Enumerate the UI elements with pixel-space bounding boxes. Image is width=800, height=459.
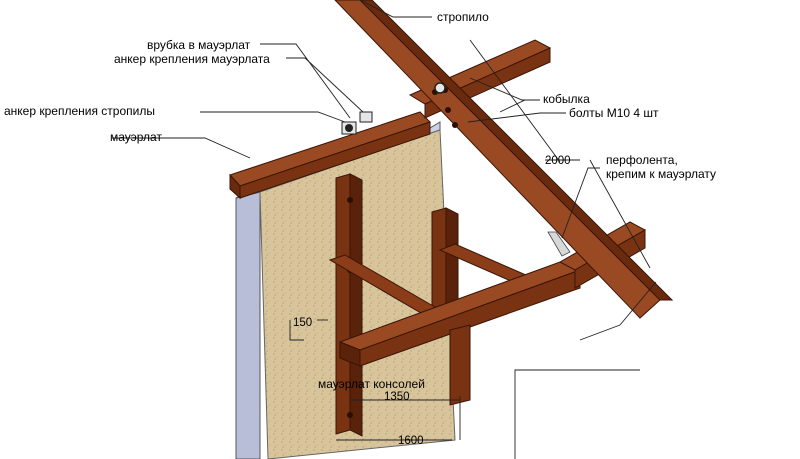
post-left xyxy=(335,173,363,437)
label-vrubka: врубка в мауэрлат xyxy=(147,38,251,52)
label-mauerlat-konsolei: мауэрлат консолей xyxy=(318,377,425,391)
anchor-hardware xyxy=(341,82,446,135)
label-mauerlat: мауэрлат xyxy=(110,130,162,144)
perforated-strap xyxy=(547,231,571,257)
label-perfolenta-1: перфолента, xyxy=(606,153,678,167)
dim-2000: 2000 xyxy=(545,155,571,167)
dim-1350: 1350 xyxy=(384,391,410,403)
label-kobylka: кобылка xyxy=(543,92,590,106)
label-perfolenta-2: крепим к мауэрлату xyxy=(606,167,716,181)
console-block xyxy=(449,324,471,406)
dimension-labels: 2000 150 1350 1600 xyxy=(293,155,571,447)
dim-150: 150 xyxy=(293,317,312,329)
dim-1600: 1600 xyxy=(398,435,424,447)
label-anker-mauerlata: анкер крепления мауэрлата xyxy=(114,52,270,66)
rafter xyxy=(334,0,674,319)
callout-labels: стропило врубка в мауэрлат анкер креплен… xyxy=(4,10,716,391)
mauerlat-beam xyxy=(229,111,431,200)
label-bolty: болты М10 4 шт xyxy=(569,106,659,120)
label-stropilo: стропило xyxy=(437,10,489,24)
console-beam xyxy=(338,261,582,367)
label-anker-stropily: анкер крепления стропилы xyxy=(4,104,155,118)
leader-lines xyxy=(112,0,657,459)
wall-side-face xyxy=(235,191,261,459)
